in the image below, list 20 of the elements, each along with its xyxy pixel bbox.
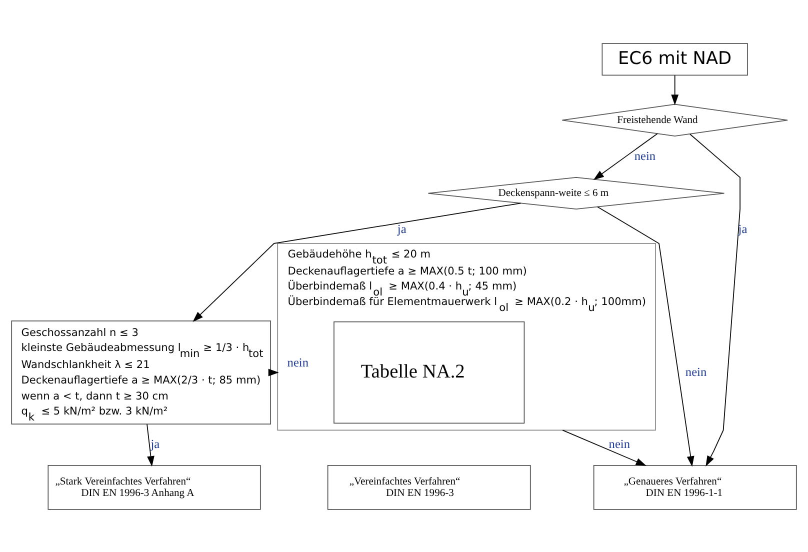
arrow: [597, 206, 694, 466]
arrow: [671, 74, 679, 105]
arrow: [593, 132, 658, 180]
node-box: Tabelle NA.2: [334, 320, 525, 424]
arrow: [192, 202, 522, 322]
node-box: „Genaueres Verfahren“ DIN EN 1996-1-1: [593, 464, 797, 510]
edge-label: ja: [397, 222, 406, 236]
arrow: [690, 133, 740, 466]
arrow: [562, 429, 646, 466]
node-box: „Stark Vereinfachtes Verfahren“ DIN EN 1996-3 Anhang A: [48, 464, 261, 510]
edge-label: ja: [150, 436, 160, 450]
arrow: [146, 423, 154, 466]
node-box: EC6 mit NAD: [602, 42, 748, 76]
edge-label: nein: [608, 436, 630, 450]
edge-label: nein: [634, 148, 656, 162]
edge-label: nein: [287, 355, 309, 370]
node-diamond: Deckenspann-weite ≤ 6 m: [428, 176, 725, 210]
node-diamond: Freistehende Wand: [562, 103, 788, 136]
node-box: „Vereinfachtes Verfahren“ DIN EN 1996-3: [327, 464, 531, 510]
edge-label: nein: [685, 364, 707, 378]
